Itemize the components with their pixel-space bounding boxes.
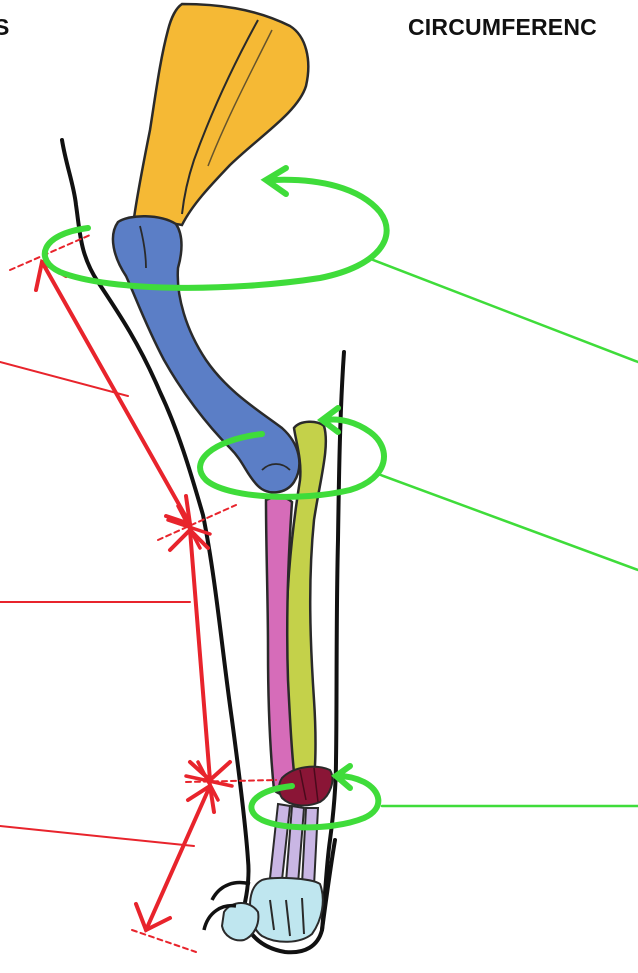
length-arrow-paw [146, 786, 210, 930]
circumference-ring-upper-arm [45, 180, 387, 288]
leader-line-circumference-upper [368, 258, 638, 362]
metacarpal-bones [270, 804, 318, 886]
leader-line-circumference-middle [378, 474, 638, 570]
leader-line-paw [0, 826, 194, 846]
phalanges [222, 878, 323, 942]
length-arrow-forearm [190, 530, 210, 780]
ref-line-paw [132, 930, 196, 952]
